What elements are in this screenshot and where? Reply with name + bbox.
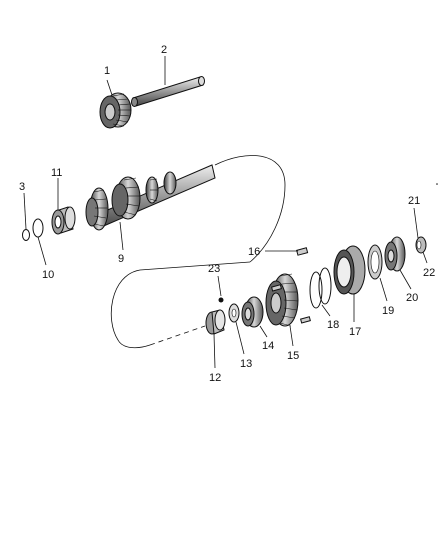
part-16-key <box>296 247 309 256</box>
callout-13: 13 <box>240 358 252 370</box>
callout-15: 15 <box>287 350 299 362</box>
callout-19: 19 <box>382 305 394 317</box>
callout-11: 11 <box>51 167 62 179</box>
callout-10: 10 <box>42 269 54 281</box>
part-3-ring <box>22 229 30 241</box>
callout-22: 22 <box>423 267 435 279</box>
part-23-ball <box>218 297 224 303</box>
callout-17: 17 <box>349 326 361 338</box>
assembly-curve-upper <box>214 155 286 263</box>
callout-1: 1 <box>104 65 110 77</box>
callout-14: 14 <box>262 340 274 352</box>
part-2-shaft <box>131 76 205 107</box>
callout-labels: 1 2 3 9 10 11 12 13 14 15 16 17 18 19 20… <box>19 44 435 384</box>
callout-21: 21 <box>408 195 420 207</box>
part-18-ring-a <box>309 271 323 309</box>
assembly-curve-lower <box>110 261 251 349</box>
callout-18: 18 <box>327 319 339 331</box>
part-18-ring-b <box>318 267 332 305</box>
part-22-nut <box>415 236 427 254</box>
callout-9: 9 <box>118 253 124 265</box>
part-17-sleeve <box>333 245 366 295</box>
part-11-bearing <box>51 206 76 235</box>
callout-12: 12 <box>209 372 221 384</box>
callout-20: 20 <box>406 292 418 304</box>
part-20-gear <box>384 236 406 272</box>
part-10-snap-ring <box>32 218 44 238</box>
callout-16: 16 <box>248 246 260 258</box>
part-9-mainshaft <box>85 164 216 231</box>
assembly-dashed-line <box>149 325 206 346</box>
callout-23: 23 <box>208 263 220 275</box>
callout-2: 2 <box>161 44 167 56</box>
callout-3: 3 <box>19 181 25 193</box>
part-12-bearing <box>205 309 226 335</box>
part-15-gear <box>265 273 299 327</box>
part-1-gear <box>99 92 132 129</box>
part-14-hub <box>241 296 264 328</box>
leader-lines <box>23 56 428 369</box>
